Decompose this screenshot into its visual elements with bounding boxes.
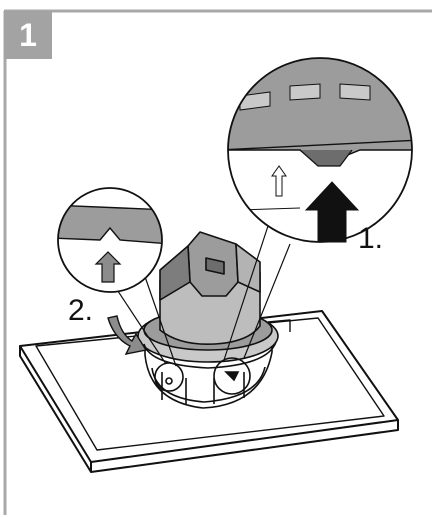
- up-arrow-icon: [304, 181, 360, 243]
- rotary-knob: [159, 231, 261, 346]
- rotate-arrow-icon: [107, 315, 148, 355]
- callout-label-2: 2.: [68, 294, 93, 327]
- magnifier-circle-icon: [154, 357, 251, 395]
- callout-label-1: 1.: [358, 222, 383, 255]
- up-arrow-icon: [94, 251, 122, 283]
- step-number-badge: 1: [4, 11, 52, 59]
- up-arrow-icon: [271, 165, 287, 197]
- detail-view-left: [57, 187, 163, 293]
- leader-lines: [111, 225, 291, 367]
- detail-view-right: [227, 57, 413, 243]
- panel-frame: [3, 9, 432, 515]
